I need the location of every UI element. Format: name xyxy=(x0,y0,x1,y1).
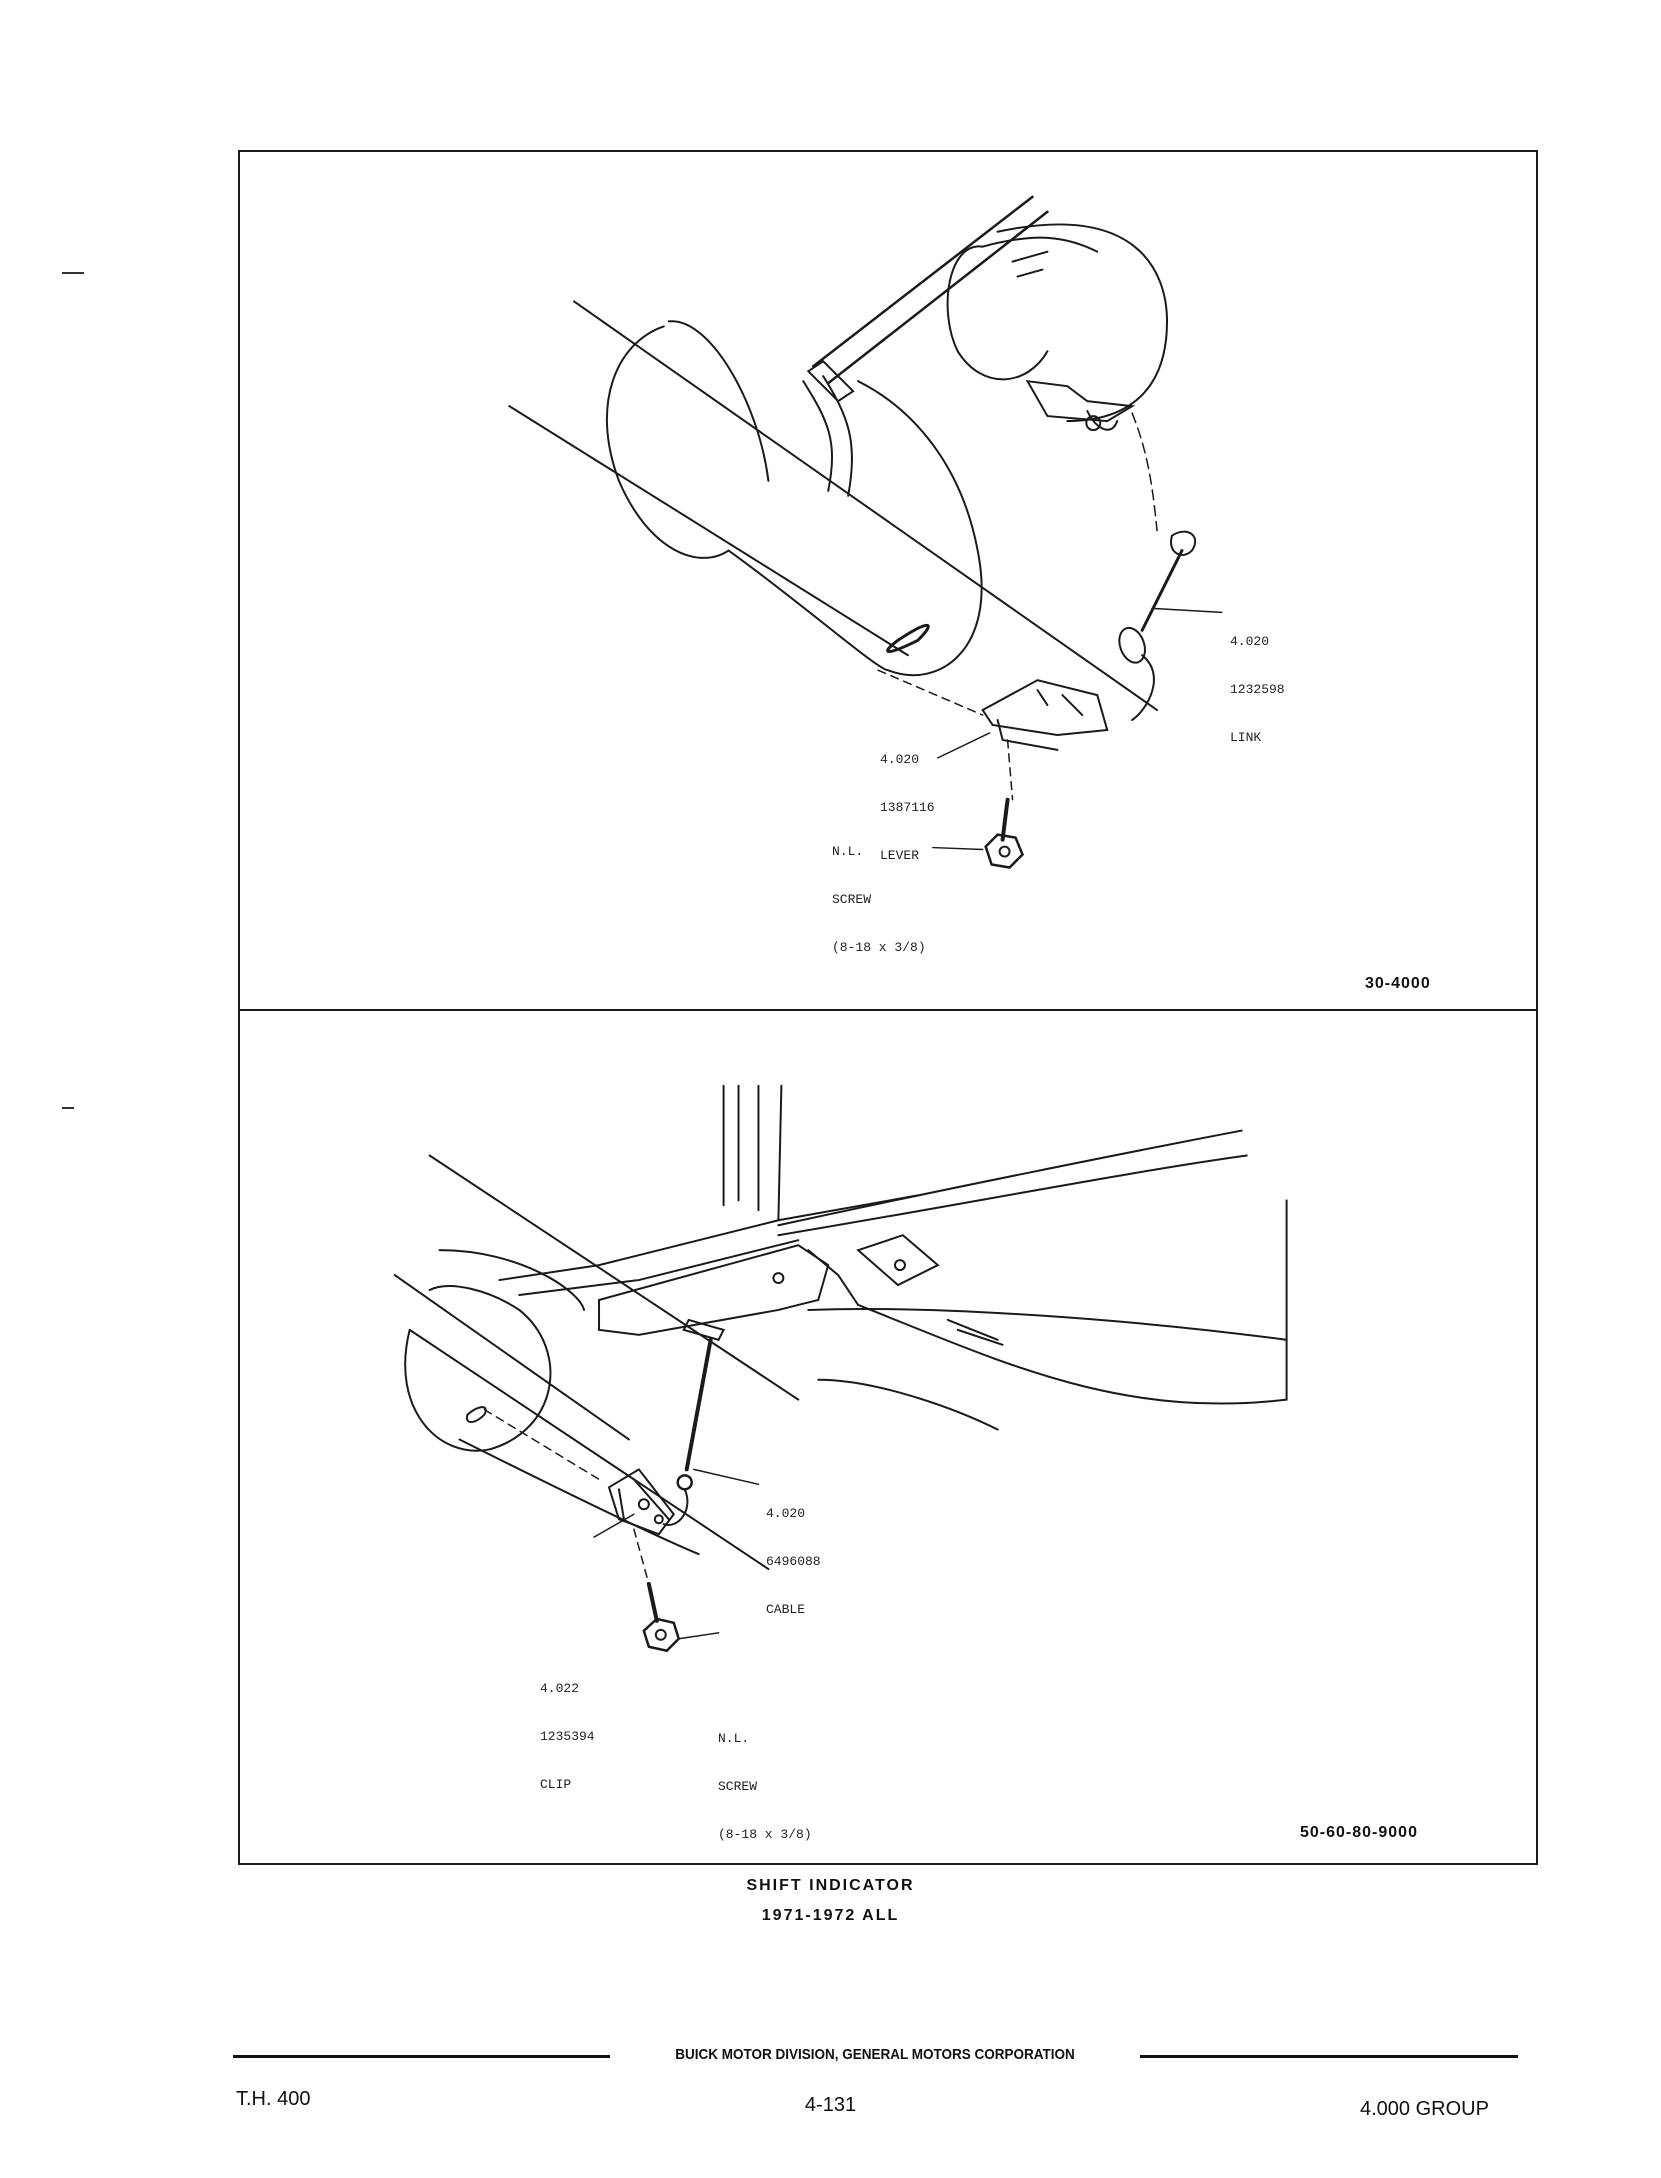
lever-group-number: 4.020 xyxy=(880,752,920,767)
screw-size: (8-18 x 3/8) xyxy=(718,1827,812,1842)
clip-group-number: 4.022 xyxy=(540,1681,580,1696)
cable-part-name: CABLE xyxy=(766,1602,806,1617)
screw-size: (8-18 x 3/8) xyxy=(832,940,926,955)
footer-rule-right xyxy=(1140,2055,1518,2058)
steering-column-illustration xyxy=(508,195,1223,869)
clip-part-name: CLIP xyxy=(540,1777,572,1792)
footer-right-label: 4.000 GROUP xyxy=(1360,2098,1489,2120)
figure-code-top: 30-4000 xyxy=(1365,975,1431,992)
bottom-figure-panel: 4.020 6496088 CABLE 4.022 1235394 CLIP N… xyxy=(238,1010,1538,1865)
screw-part-name: SCREW xyxy=(832,892,872,907)
lever-callout: 4.020 1387116 LEVER xyxy=(880,720,935,896)
footer-left-label: T.H. 400 xyxy=(236,2088,311,2110)
screw-callout-top: N.L. SCREW (8-18 x 3/8) xyxy=(832,812,926,988)
column-support-illustration xyxy=(393,1084,1288,1653)
lever-part-name: LEVER xyxy=(880,848,920,863)
figure-code-bottom: 50-60-80-9000 xyxy=(1300,1824,1418,1841)
clip-callout: 4.022 1235394 CLIP xyxy=(540,1649,595,1825)
screw-part-name: SCREW xyxy=(718,1779,758,1794)
screw-callout-bottom: N.L. SCREW (8-18 x 3/8) xyxy=(718,1699,812,1875)
link-callout: 4.020 1232598 LINK xyxy=(1230,602,1285,778)
figure-caption-title: SHIFT INDICATOR xyxy=(746,1877,915,1894)
screw-note: N.L. xyxy=(832,844,864,859)
cable-group-number: 4.020 xyxy=(766,1506,806,1521)
link-group-number: 4.020 xyxy=(1230,634,1270,649)
lever-part-number: 1387116 xyxy=(880,800,935,815)
margin-mark xyxy=(62,1107,74,1109)
link-part-name: LINK xyxy=(1230,730,1262,745)
clip-part-number: 1235394 xyxy=(540,1729,595,1744)
footer-page-number: 4-131 xyxy=(804,2094,857,2116)
link-part-number: 1232598 xyxy=(1230,682,1285,697)
figure-caption-subtitle: 1971-1972 ALL xyxy=(761,1907,900,1924)
top-figure-panel: 4.020 1232598 LINK 4.020 1387116 LEVER N… xyxy=(238,150,1538,1010)
cable-part-number: 6496088 xyxy=(766,1554,821,1569)
footer-rule-left xyxy=(233,2055,610,2058)
cable-callout: 4.020 6496088 CABLE xyxy=(766,1474,821,1650)
screw-note: N.L. xyxy=(718,1731,750,1746)
footer-division: BUICK MOTOR DIVISION, GENERAL MOTORS COR… xyxy=(675,2046,1075,2063)
margin-mark xyxy=(62,272,84,274)
